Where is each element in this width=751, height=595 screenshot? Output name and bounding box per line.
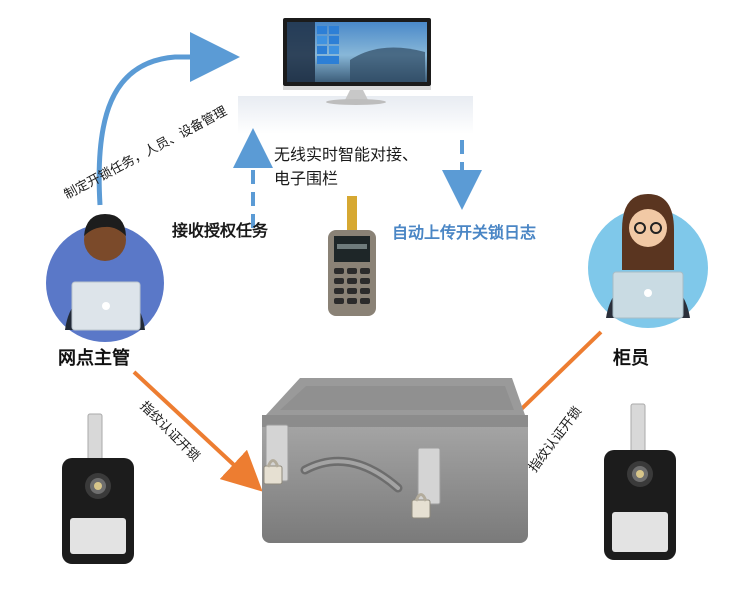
fingerprint-lock-icon xyxy=(62,413,134,564)
teller-avatar xyxy=(588,194,708,328)
monitor-icon xyxy=(283,18,431,105)
task-arrow xyxy=(96,32,240,206)
receive-auth-label: 接收授权任务 xyxy=(172,221,269,240)
toolbox-icon xyxy=(262,378,528,543)
auto-upload-label: 自动上传开关锁日志 xyxy=(392,223,537,242)
fingerprint-lock-icon-right xyxy=(604,403,676,560)
handheld-terminal-icon xyxy=(328,196,376,316)
supervisor-avatar xyxy=(46,214,164,342)
supervisor-label: 网点主管 xyxy=(58,348,130,369)
teller-label: 柜员 xyxy=(613,348,649,369)
left-unlock-arrow xyxy=(132,370,263,492)
wireless-label: 无线实时智能对接、电子围栏 xyxy=(274,145,419,188)
